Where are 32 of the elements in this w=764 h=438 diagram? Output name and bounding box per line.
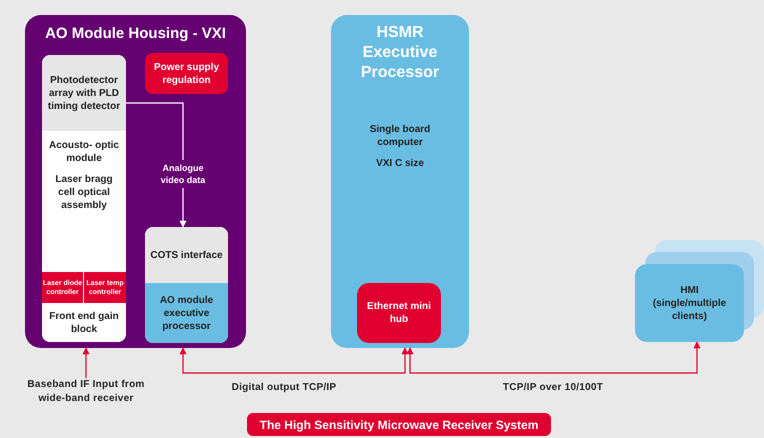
hub-box [357,283,441,343]
client-box [635,264,744,342]
node-title: HMI (single/multiple clients) [652,284,728,322]
controller-block [42,272,84,303]
housing-panel [25,15,246,348]
node-title: COTS interface [149,248,224,262]
connector-arrow [406,341,700,374]
interface-block [145,227,228,283]
node-title: AO module executive processor [158,294,214,332]
processor-block [145,283,228,343]
node-title: Acousto- optic module [48,139,120,165]
caption-banner: The High Sensitivity Microwave Receiver System [247,413,551,436]
node-title: Baseband IF Input from wide-band receiver [26,378,146,406]
edge-label: Digital output TCP/IP [230,381,338,395]
processor-panel [331,15,469,348]
controller-block [84,272,126,303]
node-title: Front end gain block [48,310,120,336]
node-text: VXI C size [376,157,424,170]
connector-arrow [82,347,90,378]
connector-arrow [180,347,408,374]
node-title: Photodetector array with PLD timing detector [46,74,122,112]
detector-block [42,55,126,131]
node-title: HSMR Executive Processor [360,23,440,83]
node-title: Ethernet mini hub [366,300,432,326]
module-column [42,55,126,342]
interface-card [145,227,228,343]
node-text: Single board computer [368,123,432,149]
node-text: Laser bragg cell optical assembly [54,173,114,212]
node-title: Power supply regulation [152,60,220,86]
node-title: AO Module Housing - VXI [44,24,227,44]
power-supply-box [145,53,228,94]
edge-label: TCP/IP over 10/100T [502,381,604,395]
